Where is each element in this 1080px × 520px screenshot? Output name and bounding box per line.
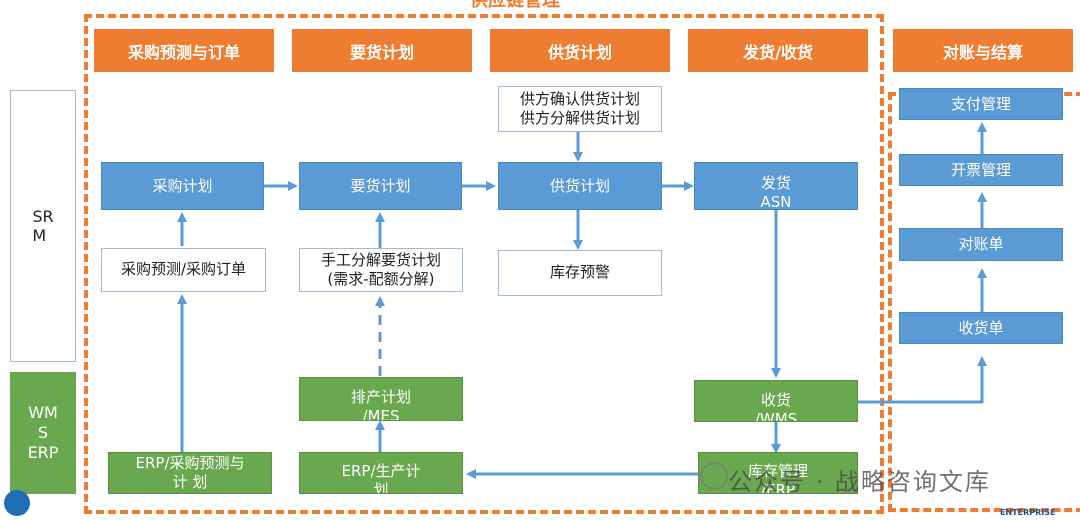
- header-demand-plan: 要货计划: [292, 29, 472, 72]
- manual-split-box: 手工分解要货计划 (需求-配额分解): [299, 248, 463, 292]
- diagram-title: 供应链管理: [470, 0, 560, 11]
- supply-plan-box: 供货计划: [498, 162, 662, 210]
- receipt-box: 收货单: [899, 312, 1063, 344]
- forecast-order-box: 采购预测/采购订单: [101, 248, 266, 292]
- erp-production-text: ERP/生产计 划: [341, 462, 421, 494]
- header-settlement: 对账与结算: [893, 29, 1073, 72]
- wms-erp-label-text: WM S ERP: [27, 403, 59, 462]
- invoice-text: 开票管理: [950, 160, 1011, 179]
- supplier-confirm-box: 供方确认供货计划 供方分解供货计划: [498, 86, 662, 132]
- header-forecast-order: 采购预测与订单: [94, 29, 274, 72]
- purchase-plan-box: 采购计划: [101, 162, 264, 210]
- main-frame: [84, 14, 884, 514]
- erp-forecast-box: ERP/采购预测与 计 划: [108, 452, 272, 494]
- receive-wms-box: 收货 /WMS: [694, 380, 858, 422]
- stock-alert-box: 库存预警: [498, 250, 662, 296]
- company-logo-icon: [4, 490, 30, 516]
- header-ship-receive: 发货/收货: [688, 29, 868, 72]
- forecast-order-text: 采购预测/采购订单: [120, 260, 247, 279]
- schedule-mes-box: 排产计划 /MES: [299, 377, 463, 421]
- erp-production-box: ERP/生产计 划: [299, 452, 463, 494]
- supplier-confirm-text: 供方确认供货计划 供方分解供货计划: [519, 89, 640, 128]
- demand-plan-box: 要货计划: [299, 162, 462, 210]
- payment-box: 支付管理: [899, 88, 1063, 120]
- receipt-text: 收货单: [958, 318, 1004, 337]
- reconcile-text: 对账单: [958, 235, 1004, 254]
- invoice-box: 开票管理: [899, 154, 1063, 186]
- srm-label-text: SR M: [32, 207, 54, 245]
- payment-text: 支付管理: [950, 94, 1011, 113]
- schedule-mes-text: 排产计划 /MES: [350, 388, 411, 421]
- receive-wms-text: 收货 /WMS: [754, 391, 798, 422]
- srm-label: SR M: [10, 90, 76, 362]
- wms-erp-label: WM S ERP: [10, 372, 76, 494]
- ship-asn-box: 发货 ASN: [694, 162, 858, 210]
- erp-forecast-text: ERP/采购预测与 计 划: [135, 454, 245, 491]
- ship-asn-text: 发货 ASN: [760, 174, 792, 210]
- footer-brand: ENTERPRISE: [1000, 508, 1056, 517]
- wechat-icon: [700, 462, 728, 490]
- purchase-plan-text: 采购计划: [152, 176, 213, 195]
- header-supply-plan: 供货计划: [490, 29, 670, 72]
- watermark-text: 公众号 · 战略咨询文库: [728, 468, 991, 496]
- stock-erp-text: 库存管理 /ERP: [747, 462, 808, 494]
- stock-alert-text: 库存预警: [549, 263, 610, 282]
- arrow-receive-to-receipt: [858, 356, 987, 404]
- manual-split-text: 手工分解要货计划 (需求-配额分解): [320, 250, 441, 289]
- demand-plan-text: 要货计划: [350, 176, 411, 195]
- supply-plan-text: 供货计划: [549, 176, 610, 195]
- reconcile-box: 对账单: [899, 228, 1063, 261]
